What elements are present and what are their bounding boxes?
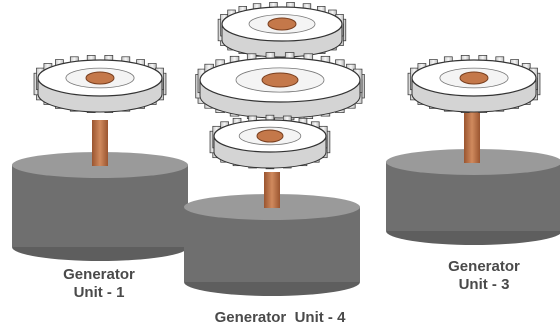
generator-unit-4-cylinder	[184, 194, 360, 296]
gear-icon-center	[195, 52, 365, 121]
shaft-unit-1	[92, 120, 108, 166]
generator-unit-1-label: Generator Unit - 1	[63, 266, 135, 301]
gear-icon-unit-1	[33, 55, 167, 113]
generator-unit-3-cylinder	[386, 149, 560, 245]
shaft-unit-3	[464, 112, 480, 163]
generator-unit-1-cylinder	[12, 152, 188, 261]
gear-icon-top	[217, 2, 347, 58]
generator-unit-3-label: Generator Unit - 3	[448, 258, 520, 293]
generator-unit-4-label: Generator Unit - 4	[214, 309, 346, 326]
gear-icon-unit-4	[209, 114, 331, 170]
shaft-unit-4	[264, 172, 280, 208]
gear-icon-unit-3	[407, 55, 541, 113]
